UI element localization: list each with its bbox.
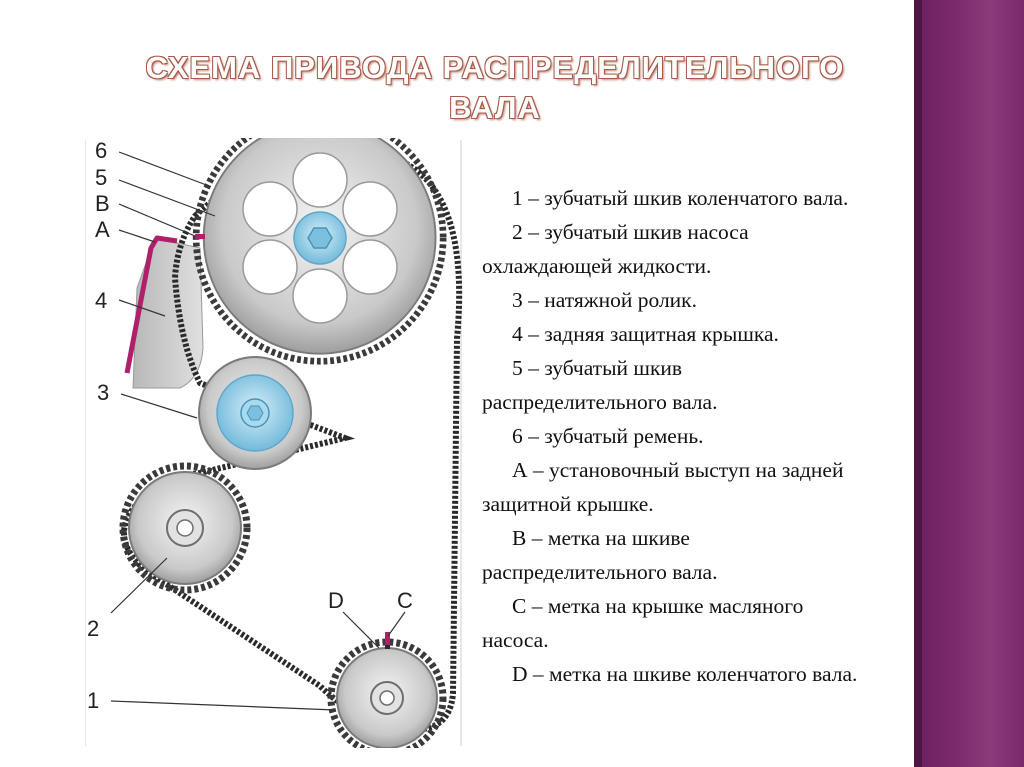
- side-band-edge: [914, 0, 922, 767]
- legend-item-text: D – метка на шкиве коленчатого вала.: [512, 662, 858, 686]
- timing-belt-diagram: 6 5 B A 4 3 2 1 D C: [85, 138, 463, 748]
- leader-d: [342, 611, 380, 649]
- leader-a: [118, 229, 156, 243]
- legend-list: 1 – зубчатый шкив коленчатого вала. 2 – …: [482, 181, 922, 691]
- legend-item: С – метка на крышке масляного насоса.: [482, 589, 922, 657]
- legend-item-continuation: распределительного вала.: [482, 560, 718, 584]
- legend-item-text: В – метка на шкиве: [512, 526, 690, 550]
- legend-item-text: 4 – задняя защитная крышка.: [512, 322, 779, 346]
- cover-edge-marker-a: [124, 235, 178, 374]
- legend-item-continuation: защитной крышке.: [482, 492, 654, 516]
- leader-b: [118, 203, 196, 237]
- tensioner-roller: [198, 356, 312, 470]
- legend-item: 4 – задняя защитная крышка.: [482, 317, 922, 351]
- legend-item-text: 3 – натяжной ролик.: [512, 288, 698, 312]
- legend-item-text: 2 – зубчатый шкив насоса: [512, 220, 749, 244]
- legend-item: D – метка на шкиве коленчатого вала.: [482, 657, 922, 691]
- legend-item: А – установочный выступ на задней защитн…: [482, 453, 922, 521]
- legend-item: 6 – зубчатый ремень.: [482, 419, 922, 453]
- legend-item-continuation: охлаждающей жидкости.: [482, 254, 712, 278]
- legend-item-text: 5 – зубчатый шкив: [512, 356, 683, 380]
- decorative-side-band: [914, 0, 1024, 767]
- legend-item-text: С – метка на крышке масляного: [512, 594, 804, 618]
- label-4: 4: [95, 288, 107, 313]
- label-b: B: [95, 191, 110, 216]
- legend-item-continuation: насоса.: [482, 628, 549, 652]
- label-a: A: [95, 217, 110, 242]
- rear-protective-cover: [132, 237, 204, 389]
- slide-title: СХЕМА ПРИВОДА РАСПРЕДЕЛИТЕЛЬНОГО ВАЛА: [80, 48, 910, 128]
- leader-5: [118, 179, 216, 217]
- legend-item-text: 6 – зубчатый ремень.: [512, 424, 704, 448]
- label-6: 6: [95, 138, 107, 163]
- legend-item: 3 – натяжной ролик.: [482, 283, 922, 317]
- camshaft-mark-b: [195, 234, 205, 239]
- leader-6: [118, 151, 210, 187]
- legend-item: 1 – зубчатый шкив коленчатого вала.: [482, 181, 922, 215]
- title-line-1: СХЕМА ПРИВОДА РАСПРЕДЕЛИТЕЛЬНОГО: [145, 50, 845, 85]
- legend-item-text: 1 – зубчатый шкив коленчатого вала.: [512, 186, 849, 210]
- legend-item: 2 – зубчатый шкив насоса охлаждающей жид…: [482, 215, 922, 283]
- legend-item: В – метка на шкиве распределительного ва…: [482, 521, 922, 589]
- legend-item-text: А – установочный выступ на задней: [512, 458, 844, 482]
- legend-item: 5 – зубчатый шкив распределительного вал…: [482, 351, 922, 419]
- oil-pump-cover-mark-c: [385, 632, 390, 645]
- label-2: 2: [87, 616, 99, 641]
- title-line-2: ВАЛА: [449, 90, 541, 125]
- leader-1: [110, 700, 336, 711]
- crankshaft-sprocket: [327, 638, 447, 748]
- camshaft-sprocket: [192, 138, 447, 365]
- water-pump-sprocket: [119, 462, 251, 594]
- leader-3: [120, 393, 198, 419]
- leader-c: [387, 611, 406, 637]
- label-1: 1: [87, 688, 99, 713]
- label-d: D: [328, 588, 344, 613]
- leader-4: [118, 299, 166, 317]
- label-3: 3: [97, 380, 109, 405]
- label-c: C: [397, 588, 413, 613]
- label-5: 5: [95, 165, 107, 190]
- leader-2: [110, 557, 168, 614]
- legend-item-continuation: распределительного вала.: [482, 390, 718, 414]
